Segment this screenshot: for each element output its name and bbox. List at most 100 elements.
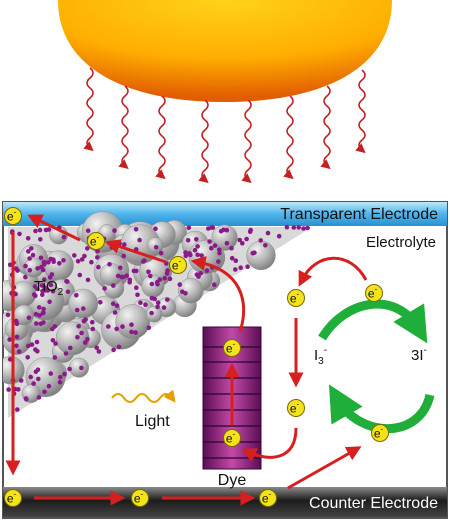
arrow-regenerate-dye	[241, 427, 298, 462]
photon-ray	[83, 67, 94, 152]
dopant-dot	[133, 330, 138, 335]
dopant-dot	[111, 347, 116, 353]
dopant-dot	[50, 326, 55, 332]
dopant-dot	[212, 282, 217, 288]
dopant-dot	[212, 243, 218, 248]
dopant-dot	[85, 228, 91, 233]
dopant-dot	[41, 310, 46, 316]
dopant-dot	[82, 340, 88, 345]
electrolyte-label: Electrolyte	[366, 234, 436, 251]
dopant-dot	[74, 293, 79, 298]
dopant-dot	[195, 244, 200, 249]
dopant-dot	[46, 383, 52, 389]
dopant-dot	[252, 250, 257, 255]
dopant-dot	[186, 225, 192, 230]
dopant-dot	[41, 306, 46, 312]
redox-arrow-upper	[318, 299, 428, 344]
dopant-dot	[76, 324, 81, 329]
dopant-dot	[72, 253, 77, 258]
photon-ray	[118, 85, 129, 170]
dopant-dot	[90, 319, 95, 325]
dopant-dot	[89, 259, 94, 265]
electron-symbol: e-	[226, 340, 236, 356]
dopant-dot	[183, 250, 188, 255]
dopant-dot	[216, 259, 221, 264]
dopant-dot	[63, 351, 69, 356]
dopant-dot	[5, 312, 11, 318]
dopant-dot	[23, 396, 29, 401]
triiodide-label: I3-	[314, 345, 327, 367]
dopant-dot	[48, 282, 54, 288]
light-label: Light	[135, 413, 170, 430]
dopant-dot	[29, 342, 35, 347]
dopant-dot	[75, 335, 80, 340]
dopant-dot	[192, 247, 198, 253]
dopant-dot	[28, 374, 33, 380]
dopant-dot	[36, 376, 41, 382]
dopant-dot	[198, 270, 203, 276]
electron-symbol: e-	[290, 400, 300, 416]
dopant-dot	[107, 262, 112, 267]
dopant-dot	[16, 349, 22, 354]
dopant-dot	[14, 343, 19, 349]
electron: e-	[371, 424, 389, 442]
dopant-dot	[229, 255, 235, 261]
dopant-dot	[244, 236, 249, 242]
dopant-dot	[183, 253, 189, 259]
dopant-dot	[153, 245, 159, 250]
dopant-dot	[67, 366, 72, 372]
dopant-dot	[155, 304, 160, 310]
dopant-dot	[18, 378, 24, 383]
electron: e-	[365, 284, 383, 302]
dopant-dot	[106, 324, 111, 329]
dopant-dot	[217, 250, 222, 256]
dopant-dot	[146, 269, 151, 275]
dopant-dot	[85, 336, 90, 342]
dopant-dot	[146, 325, 152, 331]
dopant-dot	[34, 321, 39, 326]
electron: e-	[223, 429, 241, 447]
dopant-dot	[118, 265, 123, 271]
light-wave	[111, 389, 176, 403]
dopant-dot	[133, 227, 139, 232]
electron-ball	[371, 424, 389, 442]
dopant-dot	[263, 243, 268, 248]
dopant-dot	[149, 295, 155, 301]
iodide-label: 3I-	[411, 345, 427, 364]
dopant-dot	[41, 320, 46, 325]
electron: e-	[287, 289, 305, 307]
dopant-dot	[94, 345, 99, 351]
dopant-dot	[35, 286, 40, 292]
dopant-dot	[31, 292, 37, 297]
dye-label: Dye	[218, 472, 247, 489]
dopant-dot	[129, 322, 134, 328]
dopant-dot	[149, 281, 155, 287]
dopant-dot	[47, 299, 52, 305]
tio2-particle	[43, 250, 74, 281]
dopant-dot	[238, 265, 243, 271]
tio2-particle	[115, 304, 151, 339]
electron-ball	[223, 339, 241, 357]
electron-symbol: e-	[172, 257, 182, 273]
dopant-dot	[68, 345, 73, 351]
dopant-dot	[102, 286, 107, 291]
dopant-dot	[124, 273, 130, 279]
dopant-dot	[98, 300, 103, 305]
electron: e-	[87, 232, 105, 250]
dopant-dot	[37, 313, 42, 318]
dopant-dot	[79, 365, 84, 371]
tio2-particle	[55, 321, 90, 356]
dopant-dot	[112, 228, 117, 233]
dopant-dot	[207, 239, 212, 244]
electron: e-	[287, 399, 305, 417]
photon-ray	[198, 99, 209, 184]
arrow-dye-to-tio2	[190, 256, 245, 333]
dopant-dot	[121, 253, 126, 259]
dopant-dot	[40, 267, 46, 273]
dopant-dot	[35, 266, 40, 271]
dopant-dot	[240, 241, 245, 246]
dopant-dot	[245, 264, 250, 270]
dopant-dot	[165, 297, 170, 302]
tio2-particle	[211, 224, 238, 251]
